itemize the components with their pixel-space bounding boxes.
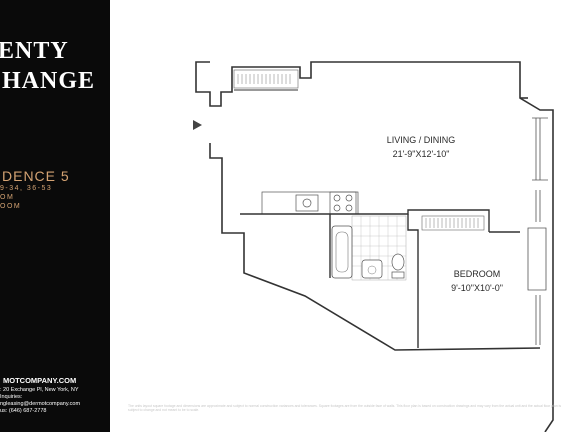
contact-inquiries-label: Inquiries: [0, 394, 23, 400]
contact-email[interactable]: ngleasing@dermotcompany.com [0, 401, 81, 407]
triangle-arrow-icon [193, 120, 202, 130]
residence-line3: OOM [0, 203, 22, 210]
kitchen [261, 191, 359, 215]
residence-title: DENCE 5 [2, 168, 70, 184]
interior-walls [240, 209, 520, 348]
sink [361, 259, 383, 279]
bedroom-label: BEDROOM [454, 269, 501, 279]
toilet [391, 253, 405, 271]
outer-walls [195, 61, 554, 432]
contact-address: : 20 Exchange Pl, New York, NY [0, 387, 79, 393]
brand-title-line1: ENTY [0, 38, 69, 64]
residence-floors: 9-34, 36-53 [0, 185, 53, 192]
sidebar-panel: ENTY HANGE DENCE 5 9-34, 36-53 OM OOM MO… [0, 0, 110, 432]
floor-plan: LIVING / DINING 21'-9"X12'-10" BEDROOM 9… [193, 61, 554, 432]
entry-closet [233, 69, 299, 91]
residence-line2: OM [0, 194, 15, 201]
bathtub [331, 225, 353, 279]
contact-phone[interactable]: us: (646) 687-2778 [0, 408, 47, 414]
windows [527, 117, 548, 345]
bathroom [331, 215, 407, 281]
bedroom-dimensions: 9'-10"X10'-0" [451, 283, 503, 293]
living-room-label: LIVING / DINING [387, 135, 456, 145]
disclaimer-text: The units layout square footage and dime… [128, 404, 562, 412]
contact-website[interactable]: MOTCOMPANY.COM [3, 376, 77, 385]
bedroom-closet [421, 215, 485, 231]
living-room-dimensions: 21'-9"X12'-10" [393, 149, 450, 159]
brand-title-line2: HANGE [2, 68, 96, 94]
